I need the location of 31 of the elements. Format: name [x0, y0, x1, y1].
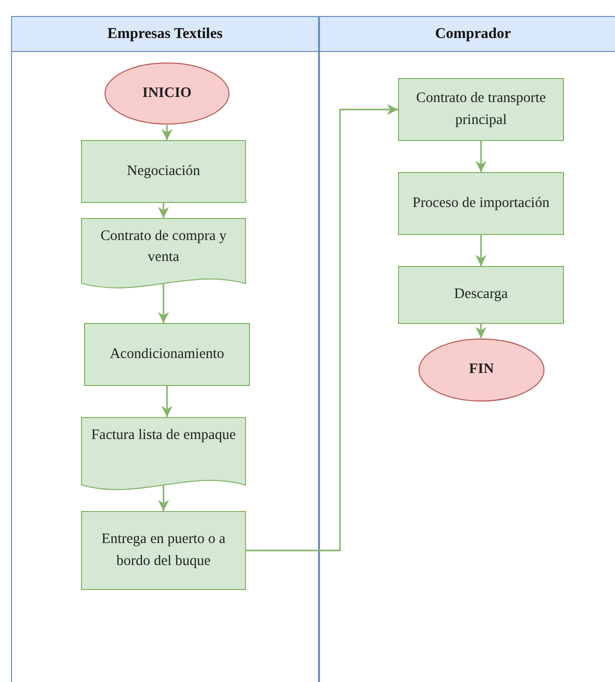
process-box	[398, 266, 564, 324]
node-label: Negociación	[126, 162, 200, 181]
node-label: FIN	[469, 360, 494, 380]
process-box	[398, 172, 564, 235]
node-label: Entrega en puerto o a bordo del buque	[100, 530, 226, 570]
terminator-ellipse	[418, 338, 545, 402]
arrow	[162, 125, 172, 140]
node-label: Contrato de compra y venta	[99, 227, 228, 268]
arrow	[476, 235, 486, 266]
arrow	[476, 141, 486, 172]
arrow	[158, 283, 169, 323]
lane-header: Empresas Textiles	[12, 17, 318, 52]
arrow	[162, 386, 172, 417]
arrow	[158, 485, 169, 511]
node-label: Contrato de transporte principal	[415, 89, 547, 130]
process-box	[81, 140, 246, 203]
node-label: INICIO	[142, 84, 192, 103]
node-label: Factura lista de empaque	[91, 426, 236, 445]
process-box	[84, 323, 250, 386]
terminator-ellipse	[104, 62, 230, 125]
node-label: Descarga	[454, 285, 508, 304]
arrow	[246, 104, 398, 552]
arrow	[158, 203, 169, 218]
process-box	[398, 78, 564, 141]
node-label: Acondicionamiento	[110, 344, 224, 364]
process-box	[81, 511, 246, 590]
arrow	[476, 324, 486, 338]
swimlane	[319, 16, 615, 682]
lane-header: Comprador	[320, 17, 615, 52]
node-label: Proceso de importación	[412, 194, 550, 213]
swimlane	[11, 16, 319, 682]
